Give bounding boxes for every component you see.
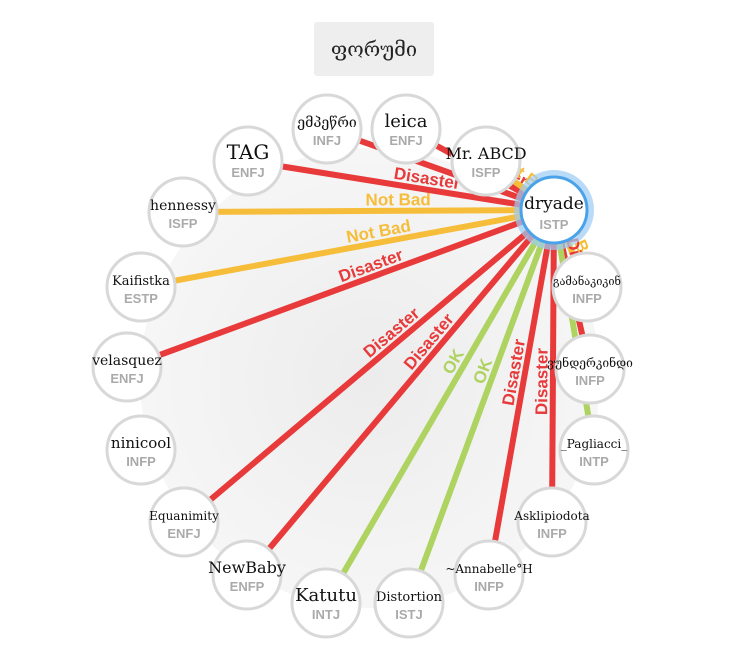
node-name: Mr. ABCD [445, 144, 526, 163]
node-type: INFJ [313, 133, 341, 148]
node-type: ENFJ [231, 165, 264, 180]
node-type: INFP [126, 454, 156, 469]
node-circle[interactable] [91, 331, 163, 403]
node-name: ninicool [111, 434, 171, 452]
node-name: გამანაკიკინ [553, 275, 621, 288]
node-type: ISFP [472, 165, 501, 180]
node-type: ENFJ [110, 371, 143, 386]
node-circle[interactable] [554, 333, 626, 405]
node-name: Distortion [376, 590, 443, 605]
node-type: ENFJ [389, 133, 422, 148]
page-title: ფორუმი [314, 22, 434, 76]
node-type: INFP [572, 291, 602, 306]
node-type: ISTJ [395, 607, 422, 622]
node-circle[interactable] [558, 414, 630, 486]
edge-equanimity [182, 207, 556, 525]
node-name: Katutu [295, 585, 357, 606]
node-name: Asklipiodota [513, 509, 589, 523]
node-circle[interactable] [370, 93, 442, 165]
node-circle[interactable] [105, 251, 177, 323]
node-annabelle-h-7[interactable]: ~Annabelle°H INFP [445, 539, 533, 611]
node-circle[interactable] [147, 176, 219, 248]
node-name: Kaifistka [112, 274, 170, 289]
edge-kaifistka [140, 207, 555, 290]
edge-distortion [406, 208, 557, 605]
center-node-glow [514, 170, 594, 250]
node-name: velasquez [91, 353, 162, 369]
node-type: ISFP [169, 216, 198, 231]
edge-katutu [323, 208, 557, 605]
node-circle[interactable] [516, 486, 588, 558]
node-circle[interactable] [148, 486, 220, 558]
node-circle[interactable] [290, 567, 362, 639]
node-type: INFP [474, 579, 504, 594]
node-type: ESTP [124, 291, 158, 306]
edge-newbaby [244, 208, 557, 577]
node-name: leica [385, 111, 428, 132]
node-type: INTJ [312, 607, 340, 622]
node-circle[interactable] [453, 539, 525, 611]
node-type: INFP [575, 373, 605, 388]
node-name: ემპეწრი [297, 114, 357, 131]
node-circle[interactable] [211, 539, 283, 611]
edge-velasquez [125, 207, 556, 370]
edge-node [325, 126, 556, 213]
node-circle[interactable] [450, 125, 522, 197]
node-name: ~Annabelle°H [445, 562, 532, 576]
edge-tag [247, 158, 555, 213]
center-node-circle[interactable] [519, 175, 589, 245]
node-name: ვუნდერკინდი [547, 355, 633, 370]
center-node-type: ISTP [540, 217, 569, 232]
node-circle[interactable] [291, 93, 363, 165]
edge-annabelle-h [486, 209, 557, 576]
node-circle[interactable] [212, 125, 284, 197]
node-circle[interactable] [373, 567, 445, 639]
node-pagliacci-5[interactable]: _Pagliacci_ INTP [558, 414, 630, 486]
node-name: NewBaby [208, 558, 286, 577]
node-circle[interactable] [105, 414, 177, 486]
node-mr-abcd-2[interactable]: Mr. ABCD ISFP [445, 125, 527, 197]
node-circle[interactable] [551, 251, 623, 323]
edge-hennessy [182, 207, 555, 215]
node-name: _Pagliacci_ [561, 437, 627, 451]
node-type: ENFJ [167, 526, 200, 541]
edge-pagliacci [551, 209, 597, 451]
edge-label-asklipiodota: Disaster [532, 348, 551, 416]
edge-asklipiodota [549, 209, 557, 523]
node-name: Equanimity [149, 509, 219, 523]
node-type: INTP [579, 454, 609, 469]
node-name: TAG [227, 140, 270, 164]
center-node-name: dryade [524, 194, 584, 214]
edge-label-hennessy: Not Bad [365, 190, 430, 209]
node-type: INFP [537, 526, 567, 541]
node-name: hennessy [150, 198, 216, 214]
node-type: ENFP [230, 579, 265, 594]
